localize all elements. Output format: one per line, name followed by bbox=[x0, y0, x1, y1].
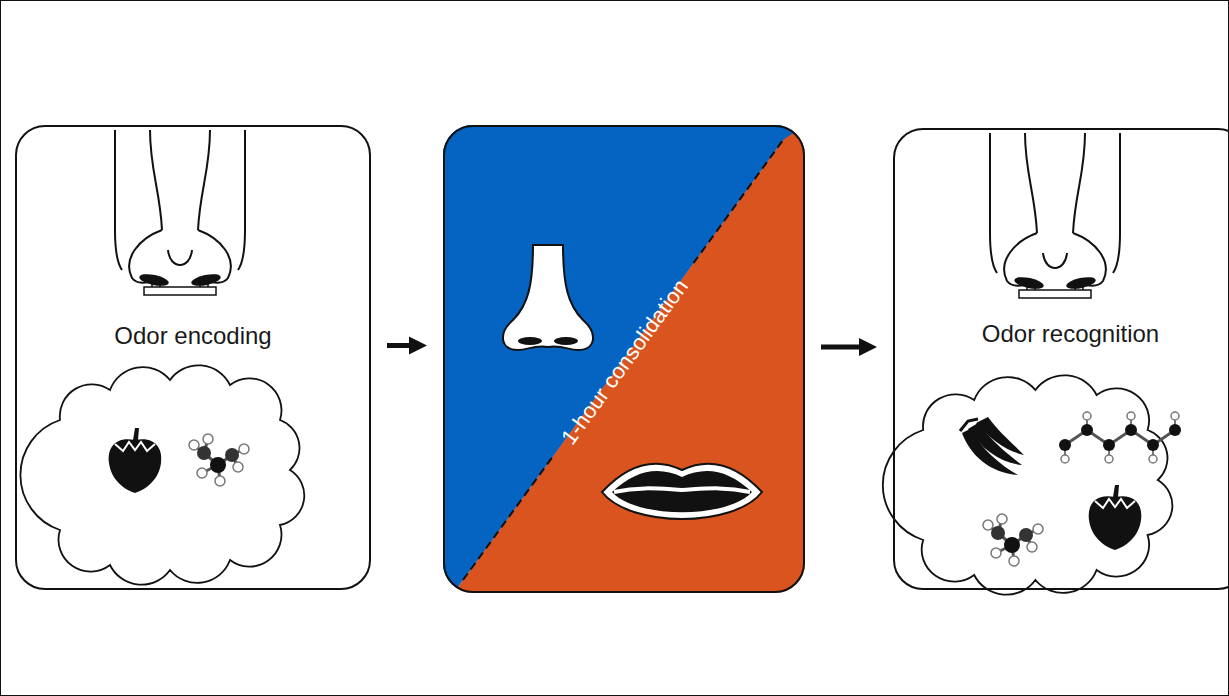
nose-icon-part bbox=[554, 337, 578, 345]
stage-panel: Odor encoding bbox=[15, 125, 371, 590]
chain-molecule-part bbox=[1149, 455, 1157, 463]
chain-molecule-part bbox=[1171, 412, 1179, 420]
strawberry-icon bbox=[109, 428, 162, 493]
flow-arrow bbox=[387, 337, 427, 355]
stage-panel: Odor recognition bbox=[893, 128, 1229, 590]
lips-icon-part bbox=[602, 464, 762, 519]
nose-icon bbox=[115, 130, 245, 295]
chain-molecule-part bbox=[1127, 412, 1135, 420]
banana-icon-part bbox=[960, 419, 978, 431]
chain-molecule-part bbox=[1169, 424, 1181, 436]
nose-icon-part bbox=[503, 245, 593, 350]
molecule-icon bbox=[189, 434, 249, 486]
chain-molecule-part bbox=[1147, 439, 1159, 451]
nose-icon-part bbox=[518, 337, 542, 345]
nose-icon bbox=[503, 245, 593, 350]
split-ground-part bbox=[443, 125, 805, 593]
nose-icon bbox=[990, 133, 1120, 298]
banana-icon bbox=[960, 417, 1024, 475]
split-ground bbox=[443, 125, 805, 593]
lips-icon-part bbox=[612, 471, 752, 512]
stage-panel: 1-hour consolidation bbox=[443, 125, 805, 593]
chain-molecule-part bbox=[1083, 412, 1091, 420]
split-ground-part bbox=[443, 125, 805, 593]
divider-line bbox=[463, 140, 783, 580]
chain-molecule bbox=[1059, 412, 1181, 463]
panel-label: Odor encoding bbox=[17, 322, 369, 351]
chain-molecule-part bbox=[1061, 455, 1069, 463]
strawberry-icon bbox=[1089, 485, 1142, 550]
chain-molecule-part bbox=[1103, 439, 1115, 451]
panel-label: Odor recognition bbox=[895, 320, 1229, 349]
panel-label: 1-hour consolidation bbox=[556, 274, 694, 450]
thought-cloud bbox=[20, 365, 304, 584]
chain-molecule-part bbox=[1125, 424, 1137, 436]
chain-molecule-part bbox=[1105, 455, 1113, 463]
banana-icon-part bbox=[976, 417, 1024, 455]
chain-molecule-part bbox=[1081, 424, 1093, 436]
lips-icon-part bbox=[614, 488, 750, 492]
molecule-icon bbox=[983, 514, 1043, 566]
chain-molecule-part bbox=[1059, 439, 1071, 451]
lips-icon bbox=[602, 464, 762, 519]
thought-cloud bbox=[883, 375, 1173, 594]
flow-arrow bbox=[821, 338, 877, 356]
